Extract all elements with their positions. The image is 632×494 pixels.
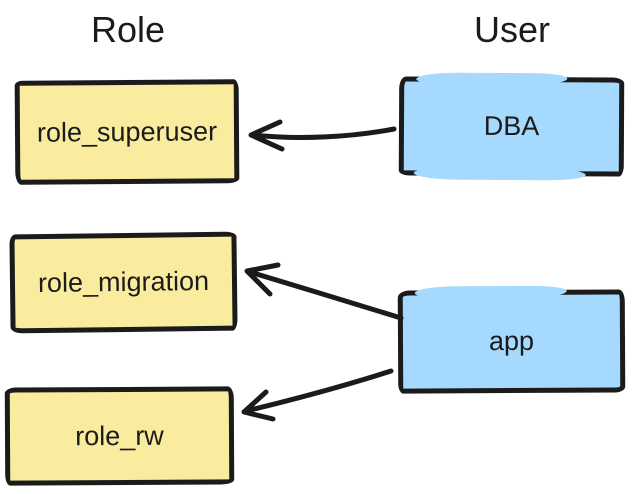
- user-box-app: app: [397, 289, 626, 394]
- role-rw-label: role_rw: [75, 420, 164, 451]
- role-superuser-label: role_superuser: [36, 115, 218, 148]
- user-dba-label: DBA: [483, 110, 540, 142]
- role-box-migration: role_migration: [9, 231, 238, 334]
- role-box-rw: role_rw: [4, 386, 235, 486]
- arrow-app-to-role-rw: [241, 368, 394, 422]
- role-column-header: Role: [91, 9, 166, 50]
- user-box-dba: DBA: [398, 76, 625, 177]
- role-box-superuser: role_superuser: [14, 79, 240, 185]
- user-column-header: User: [474, 9, 551, 50]
- user-app-label: app: [488, 325, 535, 357]
- arrow-app-to-role-migration: [244, 262, 404, 321]
- role-migration-label: role_migration: [37, 265, 210, 299]
- arrow-dba-to-role-superuser: [248, 119, 397, 152]
